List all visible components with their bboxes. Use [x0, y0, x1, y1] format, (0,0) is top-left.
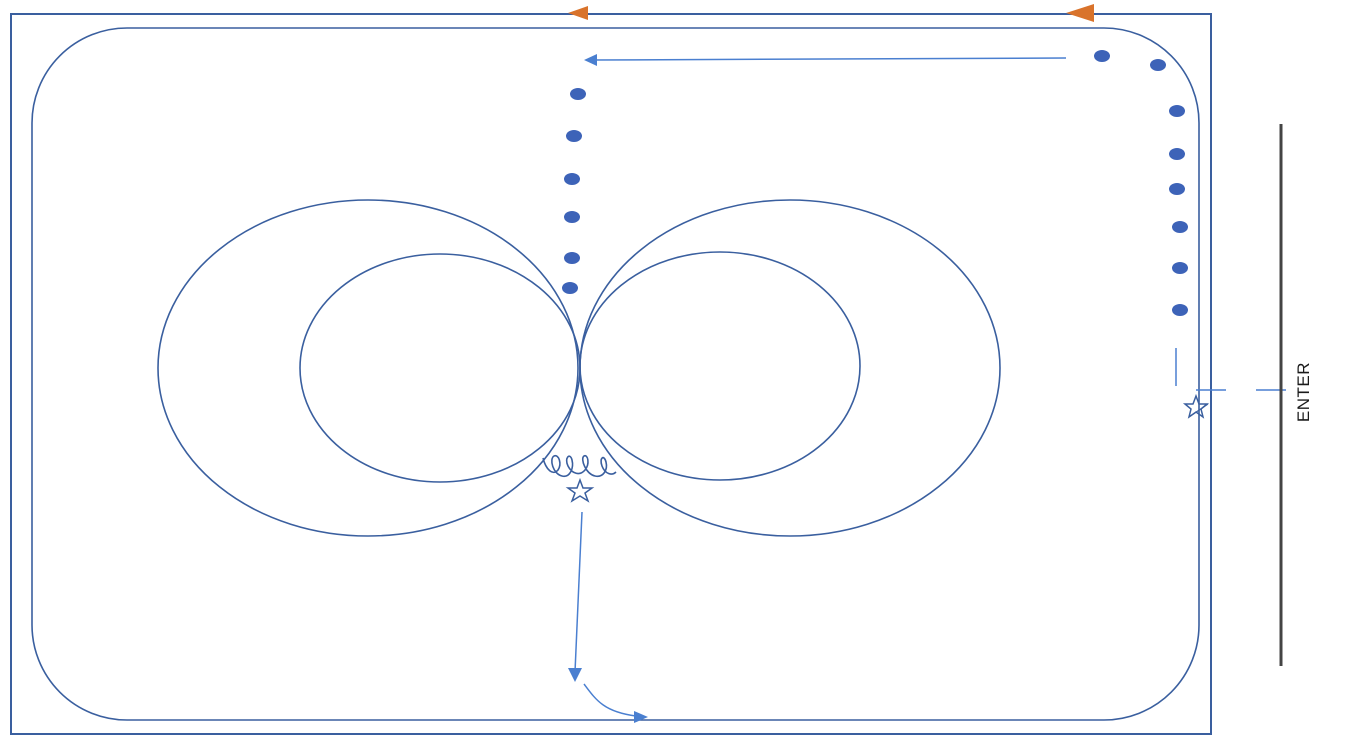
- marker-dot: [1150, 59, 1166, 71]
- marker-dot: [564, 211, 580, 223]
- top-path-line: [591, 57, 1067, 61]
- marker-dot: [1172, 304, 1188, 316]
- marker-dot: [564, 173, 580, 185]
- marker-dot: [1172, 221, 1188, 233]
- arrowhead-left-icon: [584, 54, 597, 66]
- marker-dot: [562, 282, 578, 294]
- marker-dot: [564, 252, 580, 264]
- marker-dot: [1169, 183, 1185, 195]
- marker-dot: [570, 88, 586, 100]
- right-outer-circle: [579, 199, 1001, 537]
- direction-arrow-icon: [568, 6, 588, 20]
- arena-border: [10, 13, 1212, 735]
- arrowhead-right-icon: [634, 711, 648, 723]
- enter-label: ENTER: [1294, 361, 1313, 423]
- exit-path-line: [574, 511, 583, 673]
- right-side-dots: [1094, 50, 1188, 316]
- arrowhead-down-icon: [568, 668, 582, 682]
- marker-dot: [1172, 262, 1188, 274]
- marker-dot: [1169, 148, 1185, 160]
- left-outer-circle: [157, 199, 579, 537]
- marker-dot: [1169, 105, 1185, 117]
- direction-arrow-icon: [1066, 4, 1094, 22]
- left-inner-circle: [299, 253, 581, 483]
- center-line-dots: [562, 88, 586, 294]
- track-rounded-path: [31, 27, 1200, 721]
- star-outline-icon: [565, 477, 595, 503]
- exit-curve-path: [583, 683, 637, 717]
- right-inner-circle: [579, 251, 861, 481]
- star-outline-icon: [1182, 393, 1210, 419]
- marker-dot: [566, 130, 582, 142]
- marker-dot: [1094, 50, 1110, 62]
- curly-loop-icon: [542, 454, 617, 478]
